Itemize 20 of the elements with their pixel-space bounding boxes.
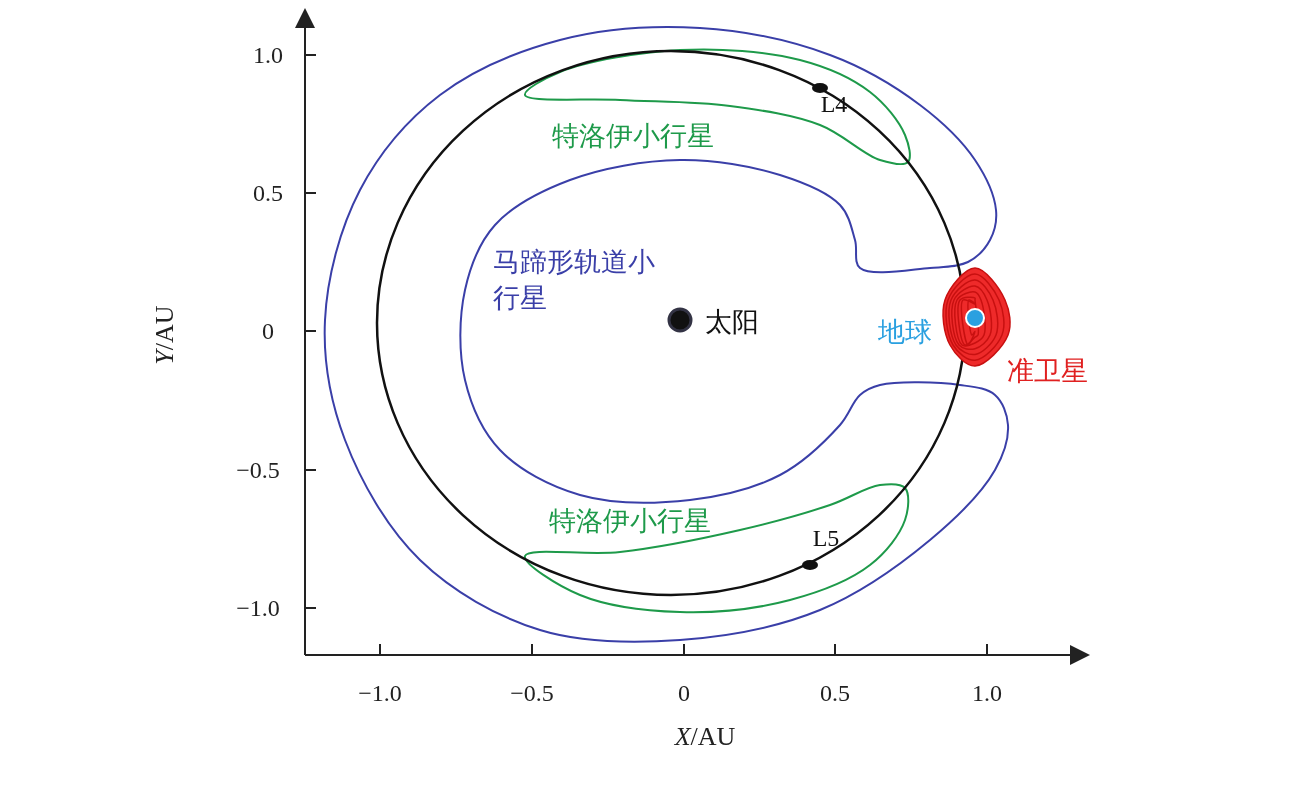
- tick-label: 0.5: [253, 179, 283, 207]
- body-label: 太阳: [705, 308, 759, 338]
- region-label: 特洛伊小行星: [549, 507, 711, 537]
- tick-label: 1.0: [972, 679, 1002, 707]
- tick-label: −0.5: [236, 456, 280, 484]
- tick-label: 0: [262, 317, 274, 345]
- region-label: 特洛伊小行星: [552, 122, 714, 152]
- tick-label: 1.0: [253, 41, 283, 69]
- tick-label: 0.5: [820, 679, 850, 707]
- axis-title: Y/AU: [150, 305, 180, 365]
- body-label: 地球: [878, 318, 932, 348]
- tick-label: 0: [678, 679, 690, 707]
- point-label: L5: [812, 524, 840, 552]
- tick-label: −0.5: [510, 679, 554, 707]
- point-label: L4: [820, 90, 848, 118]
- body-label: 准卫星: [1006, 357, 1088, 387]
- region-label: 马蹄形轨道小行星: [492, 245, 656, 315]
- tick-label: −1.0: [236, 594, 280, 622]
- tick-label: −1.0: [358, 679, 402, 707]
- axis-title: X/AU: [674, 722, 736, 752]
